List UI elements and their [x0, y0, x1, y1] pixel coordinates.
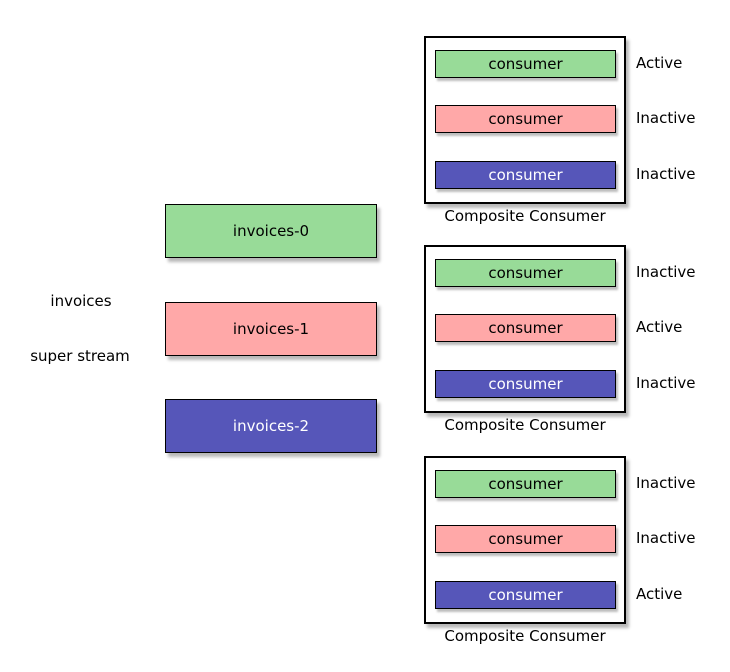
consumer-box-pink: consumer [435, 525, 616, 553]
composite-consumer-caption: Composite Consumer [444, 416, 606, 434]
consumer-box-green: consumer [435, 470, 616, 498]
composite-consumer-group-2: consumer consumer consumer Inactive Acti… [424, 245, 696, 433]
consumer-label: consumer [488, 110, 563, 128]
stream-subtitle-label: super stream [30, 347, 130, 365]
partition-label: invoices-0 [232, 222, 310, 240]
partition-label: invoices-1 [232, 320, 310, 338]
consumer-box-green: consumer [435, 259, 616, 287]
consumer-status-label: Inactive [636, 109, 696, 127]
partition-invoices-0: invoices-0 [165, 204, 377, 258]
consumer-box-pink: consumer [435, 105, 616, 133]
stream-name-label: invoices [50, 292, 112, 310]
consumer-label: consumer [488, 530, 563, 548]
partition-invoices-2: invoices-2 [165, 399, 377, 453]
consumer-label: consumer [488, 166, 563, 184]
composite-consumer-group-3: consumer consumer consumer Inactive Inac… [424, 456, 696, 644]
partition-invoices-1: invoices-1 [165, 302, 377, 356]
composite-consumer-caption: Composite Consumer [444, 627, 606, 645]
consumer-label: consumer [488, 264, 563, 282]
composite-consumer-caption: Composite Consumer [444, 207, 606, 225]
consumer-status-label: Inactive [636, 165, 696, 183]
consumer-box-pink: consumer [435, 314, 616, 342]
consumer-box-blue: consumer [435, 581, 616, 609]
consumer-box-blue: consumer [435, 370, 616, 398]
consumer-label: consumer [488, 586, 563, 604]
consumer-label: consumer [488, 55, 563, 73]
composite-consumer-group-1: consumer consumer consumer Active Inacti… [424, 36, 696, 224]
consumer-status-label: Inactive [636, 263, 696, 281]
consumer-status-label: Inactive [636, 374, 696, 392]
consumer-box-green: consumer [435, 50, 616, 78]
consumer-label: consumer [488, 375, 563, 393]
consumer-status-label: Active [636, 318, 683, 336]
consumer-status-label: Inactive [636, 474, 696, 492]
partition-label: invoices-2 [232, 417, 310, 435]
consumer-status-label: Inactive [636, 529, 696, 547]
consumer-label: consumer [488, 475, 563, 493]
consumer-box-blue: consumer [435, 161, 616, 189]
consumer-label: consumer [488, 319, 563, 337]
consumer-status-label: Active [636, 585, 683, 603]
consumer-status-label: Active [636, 54, 683, 72]
